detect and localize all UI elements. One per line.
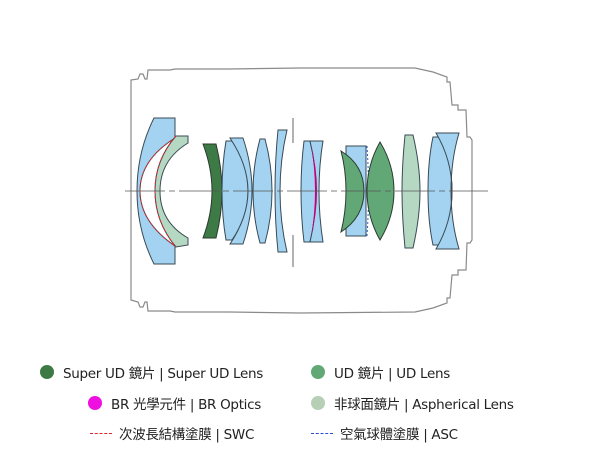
super-ud-dot-icon bbox=[40, 365, 54, 379]
lens-element-2-aspherical bbox=[154, 135, 189, 248]
legend-asc: 空氣球體塗膜 | ASC bbox=[311, 423, 458, 443]
legend-aspherical: 非球面鏡片 | Aspherical Lens bbox=[311, 393, 514, 413]
lens-element-14 bbox=[435, 132, 460, 250]
legend-br: BR 光學元件 | BR Optics bbox=[88, 393, 261, 413]
br-optics-element bbox=[311, 145, 317, 237]
legend-super-ud-label: Super UD 鏡片 | Super UD Lens bbox=[63, 366, 264, 382]
legend-super-ud: Super UD 鏡片 | Super UD Lens bbox=[40, 362, 263, 382]
lens-element-5 bbox=[229, 137, 253, 245]
lens-construction-diagram bbox=[125, 67, 488, 314]
lens-element-10-ud bbox=[340, 149, 365, 234]
lens-element-12-aspherical bbox=[401, 134, 421, 249]
ud-dot-icon bbox=[311, 365, 325, 379]
legend-ud: UD 鏡片 | UD Lens bbox=[311, 362, 450, 382]
legend-asc-label: 空氣球體塗膜 | ASC bbox=[340, 427, 458, 443]
legend-ud-label: UD 鏡片 | UD Lens bbox=[334, 366, 450, 382]
lens-barrel-outline bbox=[130, 67, 473, 314]
br-dot-icon bbox=[88, 396, 102, 410]
legend-swc-label: 次波長結構塗膜 | SWC bbox=[119, 427, 255, 443]
aspherical-dot-icon bbox=[311, 396, 325, 410]
legend-br-label: BR 光學元件 | BR Optics bbox=[111, 397, 261, 413]
lens-element-7 bbox=[274, 129, 288, 253]
asc-dash-icon bbox=[311, 432, 333, 434]
legend-aspherical-label: 非球面鏡片 | Aspherical Lens bbox=[334, 397, 514, 413]
swc-dash-icon bbox=[90, 432, 112, 434]
legend-swc: 次波長結構塗膜 | SWC bbox=[90, 423, 254, 443]
